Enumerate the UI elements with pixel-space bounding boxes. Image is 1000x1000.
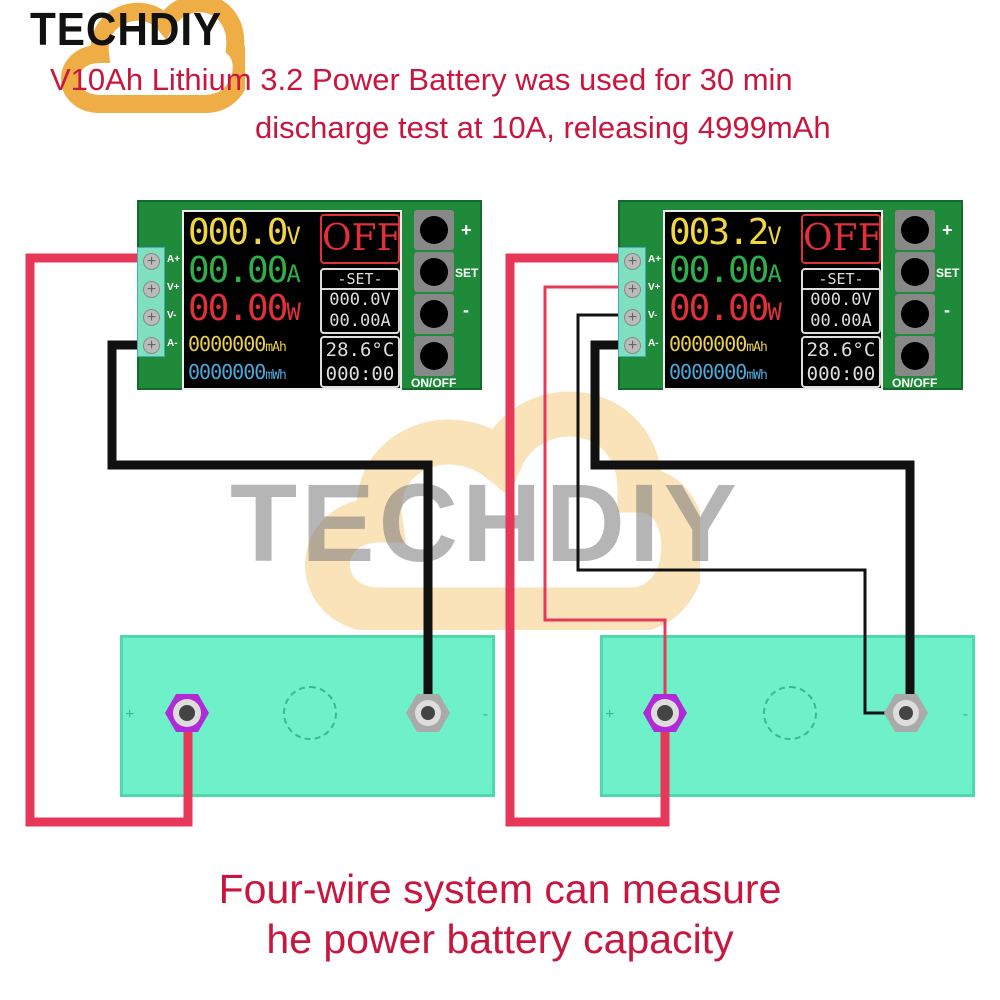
logo-text: TECHDIY [30, 3, 223, 55]
current-readout: 00.00A [669, 250, 782, 291]
screw-icon: + [143, 309, 160, 326]
pin-label-a-plus: A+ [648, 254, 662, 265]
voltage-readout: 003.2V [669, 212, 782, 253]
pin-label-v-minus: V- [167, 310, 177, 321]
capacity-tester-module: + + + + A+ V+ V- A- 003.2V 00.00A 00.00W… [618, 200, 963, 390]
temperature-readout: 28.6°C [806, 339, 876, 361]
screw-icon: + [624, 309, 641, 326]
screw-icon: + [624, 253, 641, 270]
elapsed-time-readout: 000:00 [806, 363, 876, 385]
plus-button[interactable] [895, 210, 935, 250]
set-label: -SET- [803, 270, 879, 290]
battery-vent-icon [283, 686, 337, 740]
terminal-positive-left-icon [165, 694, 209, 732]
pin-label-v-plus: V+ [167, 282, 180, 293]
footer-line-1: Four-wire system can measure [218, 866, 782, 912]
set-panel: -SET- 000.0V 00.00A [801, 268, 881, 334]
set-button[interactable] [414, 252, 454, 292]
battery-plus-label: + [605, 706, 615, 723]
logo-cloud-icon [61, 0, 245, 113]
lcd-display: 003.2V 00.00A 00.00W 0000000mAh 0000000m… [663, 210, 883, 390]
on-off-button-label: ON/OFF [892, 376, 938, 390]
wire-right-red [505, 253, 670, 827]
set-button-label: SET [455, 266, 479, 280]
lcd-display: 000.0V 00.00A 00.00W 0000000mAh 0000000m… [182, 210, 402, 390]
set-button-label: SET [936, 266, 960, 280]
headline-line-1: V10Ah Lithium 3.2 Power Battery was used… [50, 62, 793, 97]
terminal-positive-right-icon [643, 694, 687, 732]
battery-plus-label: + [125, 706, 135, 723]
battery-minus-label: - [962, 706, 968, 723]
temperature-readout: 28.6°C [325, 339, 395, 361]
set-button[interactable] [895, 252, 935, 292]
capacity-mah-readout: 0000000mAh [669, 332, 768, 356]
output-state-indicator: OFF [801, 214, 882, 264]
on-off-button-label: ON/OFF [411, 376, 457, 390]
on-off-button[interactable] [414, 336, 454, 376]
terminal-block: + + + + [618, 247, 646, 357]
screw-icon: + [624, 281, 641, 298]
energy-mwh-readout: 0000000mWh [188, 360, 287, 384]
screw-icon: + [143, 281, 160, 298]
terminal-negative-left-icon [406, 694, 450, 732]
output-state-indicator: OFF [320, 214, 401, 264]
headline-line-2: discharge test at 10A, releasing 4999mAh [255, 110, 831, 145]
voltage-readout: 000.0V [188, 212, 301, 253]
set-current: 00.00A [329, 311, 391, 331]
wire-right-sense-red [543, 285, 667, 713]
pin-label-v-minus: V- [648, 310, 658, 321]
plus-button-label: + [461, 220, 472, 240]
capacity-mah-readout: 0000000mAh [188, 332, 287, 356]
terminal-negative-right-icon [884, 694, 928, 732]
on-off-button[interactable] [895, 336, 935, 376]
battery-minus-label: - [482, 706, 488, 723]
temp-time-panel: 28.6°C 000:00 [320, 336, 400, 388]
minus-button-label: - [944, 300, 950, 320]
capacity-tester-module: + + + + A+ V+ V- A- 000.0V 00.00A 00.00W… [137, 200, 482, 390]
elapsed-time-readout: 000:00 [325, 363, 395, 385]
plus-button-label: + [942, 220, 953, 240]
battery-vent-icon [763, 686, 817, 740]
set-panel: -SET- 000.0V 00.00A [320, 268, 400, 334]
wire-left-red [25, 253, 193, 827]
wire-right-black [590, 340, 915, 713]
minus-button[interactable] [414, 294, 454, 334]
minus-button-label: - [463, 300, 469, 320]
plus-button[interactable] [414, 210, 454, 250]
set-voltage: 000.0V [810, 290, 872, 310]
wire-left-black [107, 340, 433, 713]
pin-label-a-minus: A- [648, 338, 659, 349]
power-readout: 00.00W [669, 288, 782, 329]
power-readout: 00.00W [188, 288, 301, 329]
techdiy-logo: TECHDIY [30, 0, 270, 114]
pin-label-a-plus: A+ [167, 254, 181, 265]
set-label: -SET- [322, 270, 398, 290]
footer-line-2: he power battery capacity [266, 916, 734, 962]
energy-mwh-readout: 0000000mWh [669, 360, 768, 384]
wire-right-sense-black [576, 313, 906, 715]
pin-label-a-minus: A- [167, 338, 178, 349]
minus-button[interactable] [895, 294, 935, 334]
screw-icon: + [624, 337, 641, 354]
terminal-block: + + + + [137, 247, 165, 357]
pin-label-v-plus: V+ [648, 282, 661, 293]
set-current: 00.00A [810, 311, 872, 331]
screw-icon: + [143, 337, 160, 354]
temp-time-panel: 28.6°C 000:00 [801, 336, 881, 388]
set-voltage: 000.0V [329, 290, 391, 310]
current-readout: 00.00A [188, 250, 301, 291]
screw-icon: + [143, 253, 160, 270]
